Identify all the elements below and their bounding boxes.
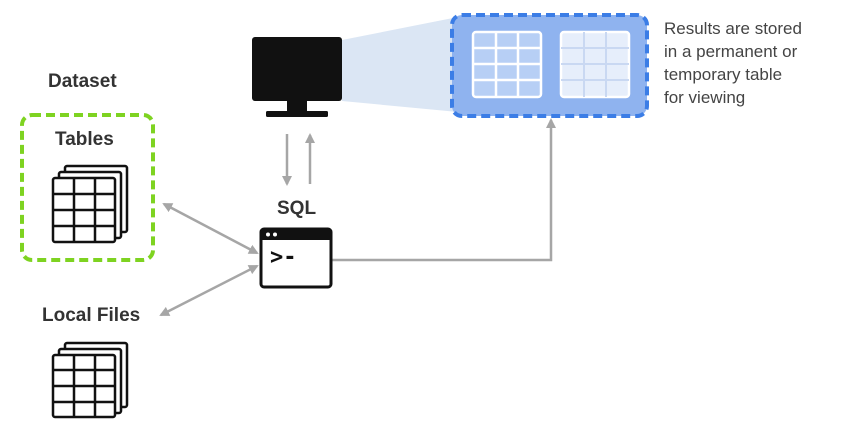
tables-label: Tables <box>55 129 114 150</box>
arrow-sql-to-results <box>332 118 556 262</box>
dataset-title: Dataset <box>48 71 117 92</box>
temporary-table-icon <box>559 30 631 99</box>
permanent-table-icon <box>471 30 543 99</box>
results-note: Results are stored in a permanent or tem… <box>664 17 802 109</box>
arrow-localfiles-sql <box>159 264 259 317</box>
monitor-icon <box>252 37 342 117</box>
display-beam <box>342 17 458 112</box>
results-note-line: Results are stored <box>664 19 802 38</box>
local-files-label: Local Files <box>42 305 141 326</box>
table-stack-icon <box>51 164 129 244</box>
terminal-icon: >- <box>259 227 333 289</box>
results-panel <box>450 13 649 118</box>
results-note-line: in a permanent or <box>664 42 798 61</box>
results-note-line: temporary table <box>664 65 783 84</box>
results-note-line: for viewing <box>664 88 746 107</box>
local-files-stack-icon <box>51 341 129 419</box>
terminal-prompt: >- <box>270 245 297 270</box>
dataset-container <box>20 113 155 262</box>
arrow-dataset-sql <box>162 202 259 255</box>
sql-label: SQL <box>277 198 317 219</box>
